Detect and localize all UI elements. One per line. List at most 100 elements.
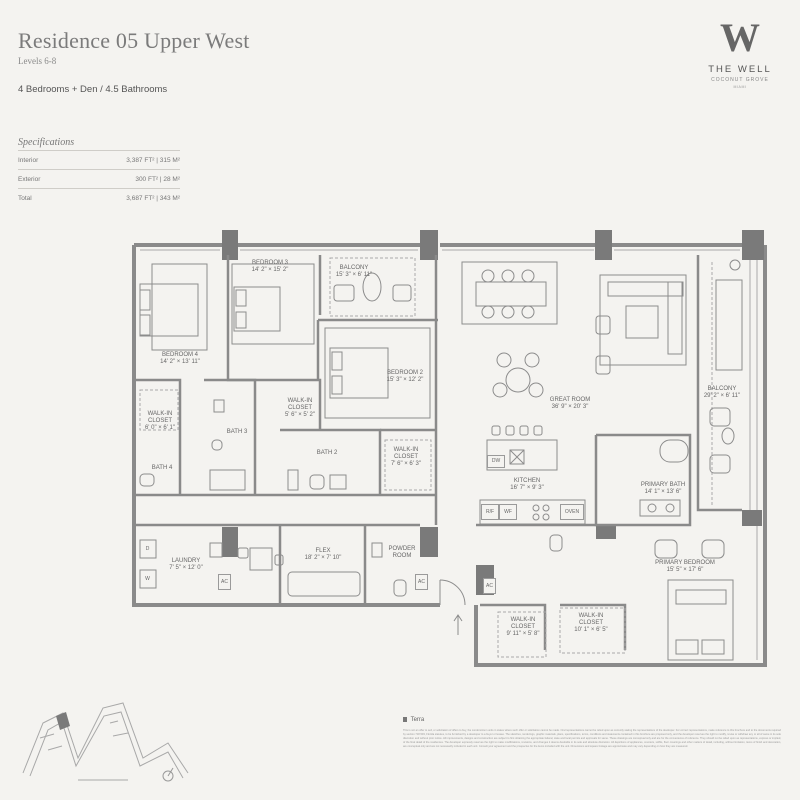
refrigerator-freezer-label: R/F xyxy=(481,504,499,520)
residence-highlight xyxy=(56,712,70,730)
room-label-bath-2: BATH 2 xyxy=(317,450,338,457)
room-label-walkin-closet-2: WALK-IN CLOSET 5' 6" × 5' 2" xyxy=(280,398,320,419)
developer-logo: Terra xyxy=(403,717,424,723)
room-name: GREAT ROOM xyxy=(549,397,591,403)
primary-bath-fixtures xyxy=(549,439,689,552)
room-label-walkin-closet-3: WALK-IN CLOSET 7' 6" × 6' 3" xyxy=(386,447,426,468)
room-name: WALK-IN CLOSET xyxy=(510,617,536,630)
room-label-bedroom-2: BEDROOM 2 15' 3" × 12' 2" xyxy=(387,370,424,384)
spec-value: 3,687 FT² | 343 M² xyxy=(126,195,180,202)
brand-location: COCONUT GROVE xyxy=(711,77,769,83)
room-name: PRIMARY BEDROOM xyxy=(655,560,715,566)
room-name: LAUNDRY xyxy=(171,558,201,564)
bath-3-fixtures xyxy=(209,399,246,491)
entry-arrow xyxy=(453,614,463,635)
room-label-flex: FLEX 18' 2" × 7' 10" xyxy=(305,548,342,562)
room-dimensions: 36' 9" × 20' 3" xyxy=(551,404,589,410)
room-name: BATH 4 xyxy=(151,465,173,471)
room-name: WALK-IN CLOSET xyxy=(393,447,419,460)
residence-title: Residence 05 Upper West xyxy=(18,28,250,53)
spec-label: Exterior xyxy=(18,176,41,183)
developer-name: Terra xyxy=(410,717,425,724)
bed-bedroom-4 xyxy=(139,263,208,351)
room-name: WALK-IN CLOSET xyxy=(287,398,313,411)
dishwasher-label: DW xyxy=(487,455,505,468)
room-label-walkin-closet-5: WALK-IN CLOSET 10' 1" × 6' 5" xyxy=(566,613,616,634)
room-name: POWDER ROOM xyxy=(388,546,416,559)
entry-door xyxy=(439,579,466,606)
room-label-balcony-top: BALCONY 15' 3" × 6' 11" xyxy=(336,265,372,279)
dashed-lines xyxy=(139,257,713,658)
spec-label: Interior xyxy=(18,157,39,164)
key-plan-thumbnail xyxy=(22,702,189,782)
spec-value: 300 FT² | 28 M² xyxy=(135,176,180,183)
bed-bedroom-3 xyxy=(231,263,315,345)
room-name: WALK-IN CLOSET xyxy=(147,411,173,424)
kitchen-island xyxy=(486,425,558,471)
spec-label: Total xyxy=(18,195,32,202)
room-dimensions: 16' 7" × 9' 3" xyxy=(510,485,544,491)
room-dimensions: 29' 2" × 6' 11" xyxy=(703,393,741,399)
structural-columns xyxy=(222,230,764,595)
bath-4-fixtures xyxy=(139,473,155,487)
room-name: BALCONY xyxy=(707,386,737,392)
ac-unit-label: AC xyxy=(218,574,231,590)
room-dimensions: 15' 3" × 6' 11" xyxy=(335,272,373,278)
room-name: KITCHEN xyxy=(513,478,541,484)
spec-row-total: Total 3,687 FT² | 343 M² xyxy=(18,188,180,208)
room-name: BEDROOM 2 xyxy=(386,370,423,376)
oven-label: OVEN xyxy=(560,504,584,520)
room-label-balcony-right: BALCONY 29' 2" × 6' 11" xyxy=(704,386,740,400)
the-well-logo: W THE WELL COCONUT GROVE MIAMI xyxy=(700,15,780,90)
spec-row-interior: Interior 3,387 FT² | 315 M² xyxy=(18,150,180,170)
room-name: BALCONY xyxy=(339,265,369,271)
primary-bedroom-bed xyxy=(654,539,734,661)
room-name: WALK-IN CLOSET xyxy=(578,613,604,626)
bed-bath-configuration: 4 Bedrooms + Den / 4.5 Bathrooms xyxy=(18,84,168,95)
room-label-primary-bath: PRIMARY BATH 14' 1" × 13' 6" xyxy=(641,482,685,496)
spec-value: 3,387 FT² | 315 M² xyxy=(126,157,180,164)
room-label-laundry: LAUNDRY 7' 5" × 12' 0" xyxy=(169,558,202,572)
room-dimensions: 14' 2" × 13' 11" xyxy=(160,359,200,365)
room-label-walkin-closet-1: WALK-IN CLOSET 6' 0" × 6' 1" xyxy=(140,411,180,432)
ac-unit-label: AC xyxy=(483,578,496,594)
room-dimensions: 10' 1" × 6' 5" xyxy=(574,627,608,633)
specifications-heading: Specifications xyxy=(18,137,75,148)
terra-mark-icon xyxy=(403,717,407,722)
legal-disclaimer: This is not an offer to sell, or solicit… xyxy=(403,729,781,748)
w-monogram-logo: W xyxy=(720,15,760,60)
room-name: BATH 3 xyxy=(226,429,248,435)
room-dimensions: 15' 5" × 17' 6" xyxy=(666,567,704,573)
powder-room-fixtures xyxy=(371,542,407,597)
living-sofa-furniture xyxy=(595,274,687,375)
north-compass-icon xyxy=(162,767,174,782)
room-dimensions: 14' 1" × 13' 6" xyxy=(644,489,682,495)
room-name: BATH 2 xyxy=(316,450,338,456)
windows xyxy=(140,249,758,660)
brand-name: THE WELL xyxy=(708,64,772,75)
room-dimensions: 9' 11" × 5' 8" xyxy=(506,631,540,637)
room-dimensions: 14' 2" × 15' 2" xyxy=(251,267,289,273)
kitchen-counter xyxy=(479,499,586,525)
room-label-bath-4: BATH 4 xyxy=(152,465,173,472)
room-name: FLEX xyxy=(315,548,331,554)
wine-fridge-label: WF xyxy=(499,504,517,520)
dining-table-furniture xyxy=(461,261,558,325)
room-label-bath-3: BATH 3 xyxy=(227,429,248,436)
room-label-walkin-closet-4: WALK-IN CLOSET 9' 11" × 5' 8" xyxy=(499,617,547,638)
balcony-top-furniture xyxy=(333,272,412,302)
bed-bedroom-2 xyxy=(324,327,431,419)
bath-2-fixtures xyxy=(287,469,347,491)
room-label-bedroom-3: BEDROOM 3 14' 2" × 15' 2" xyxy=(252,260,289,274)
room-label-great-room: GREAT ROOM 36' 9" × 20' 3" xyxy=(550,397,590,411)
ac-unit-label: AC xyxy=(415,574,428,590)
round-table-furniture xyxy=(492,352,544,398)
dryer-label: D xyxy=(145,546,150,552)
balcony-right-furniture xyxy=(709,259,743,474)
flex-furniture xyxy=(237,547,361,597)
room-name: BEDROOM 4 xyxy=(161,352,199,358)
room-label-kitchen: KITCHEN 16' 7" × 9' 3" xyxy=(510,478,543,492)
room-label-primary-bedroom: PRIMARY BEDROOM 15' 5" × 17' 6" xyxy=(655,560,715,574)
room-name: BEDROOM 3 xyxy=(251,260,288,266)
